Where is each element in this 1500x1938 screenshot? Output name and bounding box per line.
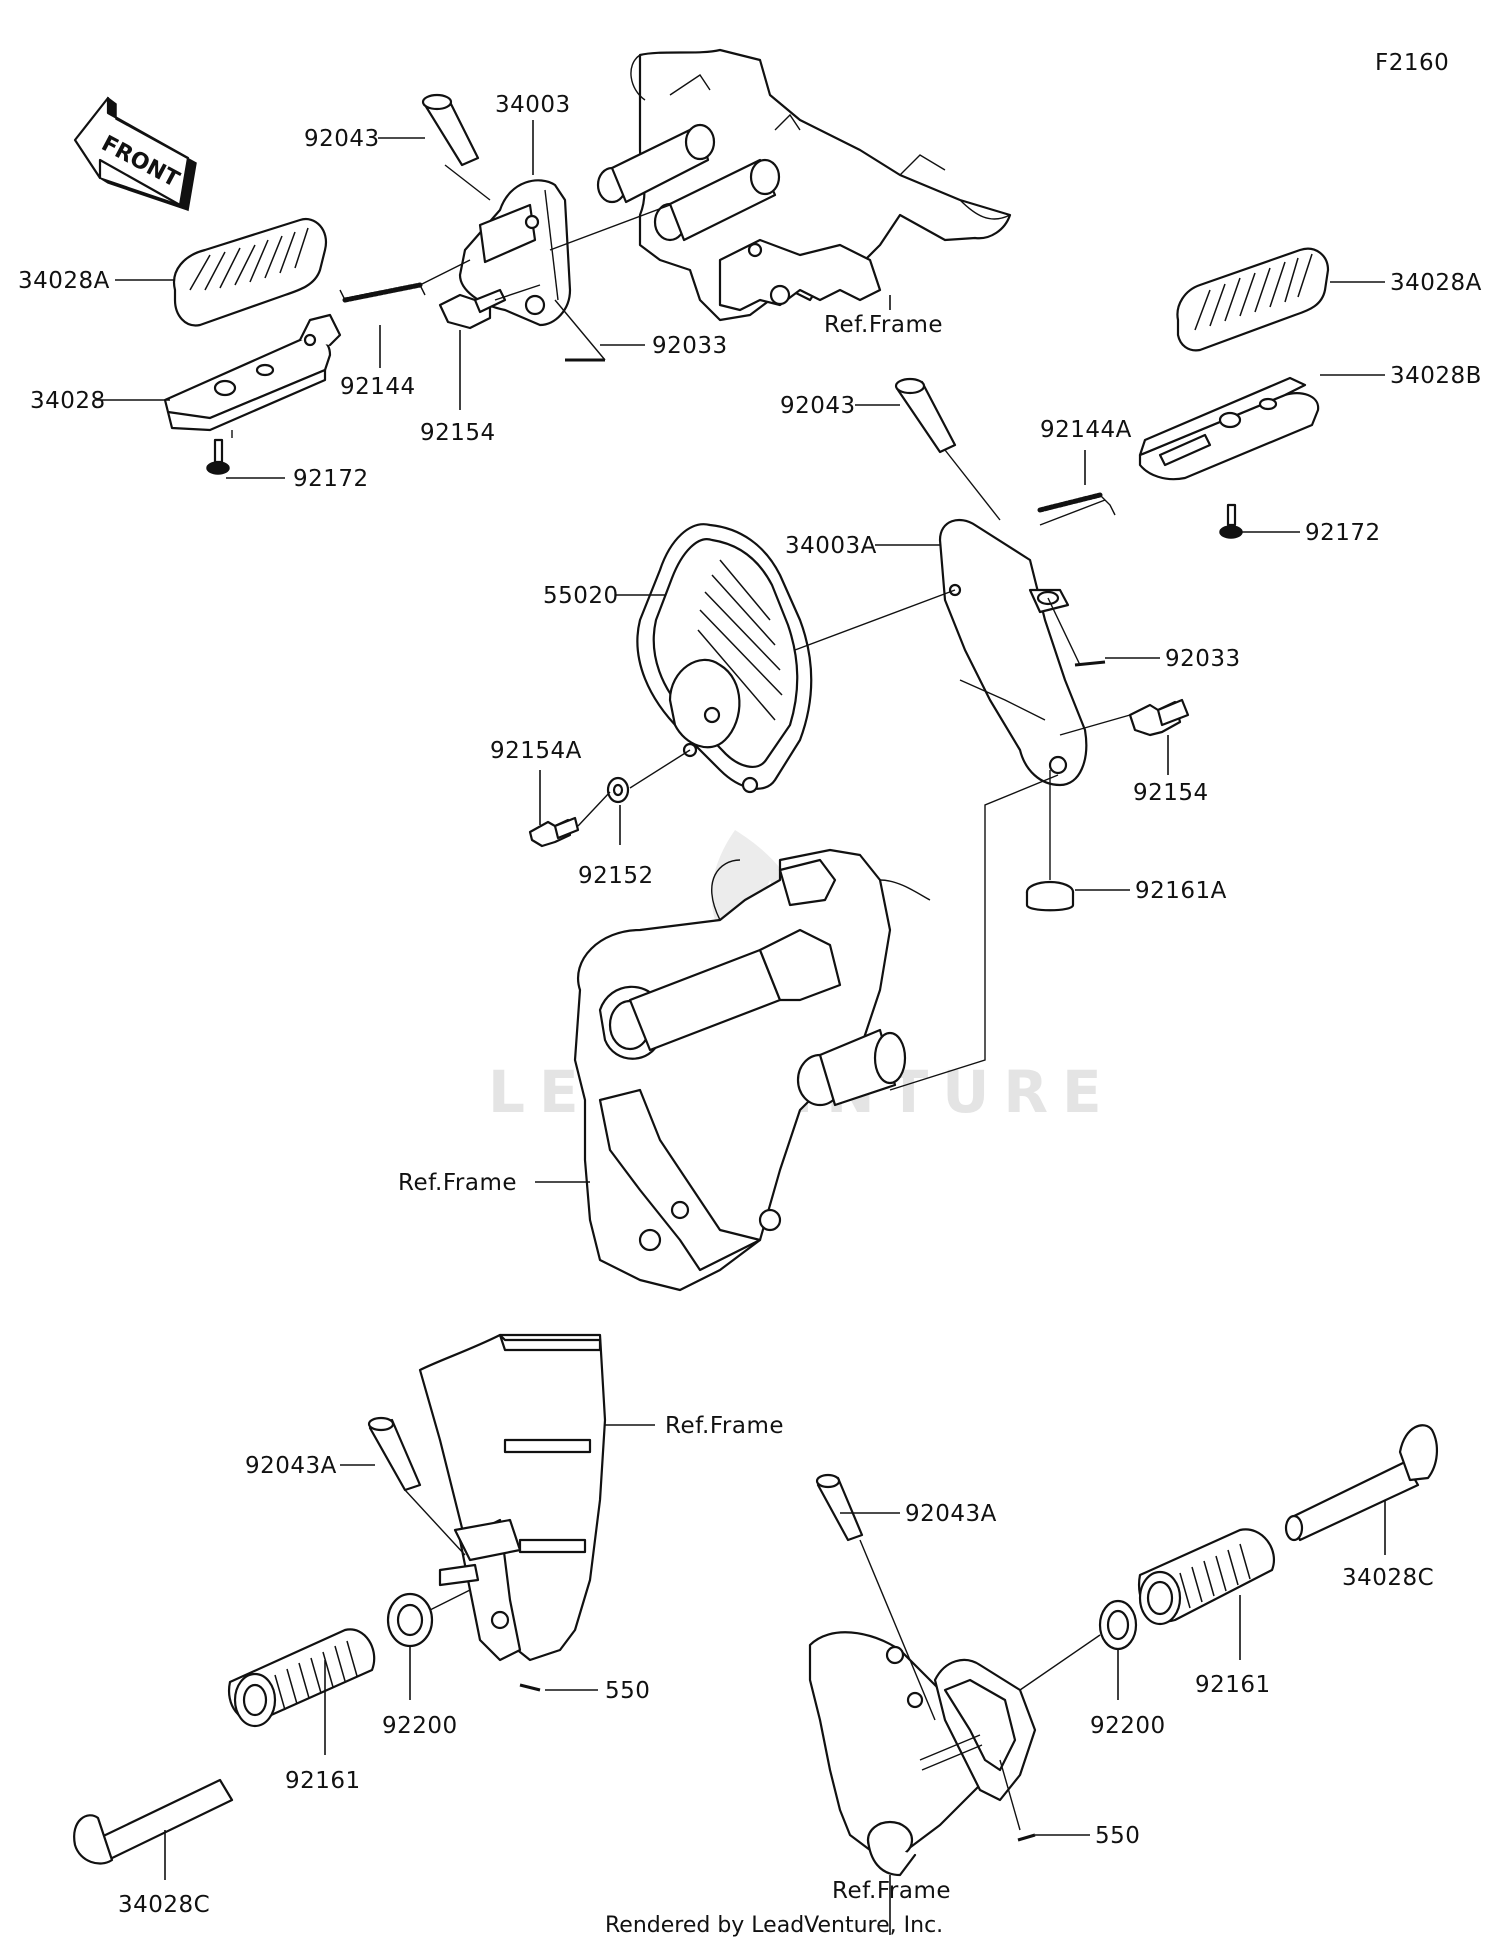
callout-92144A: 92144A xyxy=(1040,417,1132,443)
callout-92043A-left: 92043A xyxy=(245,1453,337,1479)
cotter-pin-550-right xyxy=(1017,1833,1036,1842)
callout-92043-left: 92043 xyxy=(304,126,380,152)
footpeg-shaft-34028C-right xyxy=(1284,1424,1438,1542)
bolt-92172-right xyxy=(1219,503,1243,539)
callout-34028: 34028 xyxy=(30,388,106,414)
callout-34028A-left: 34028A xyxy=(18,268,110,294)
footpeg-34028B-right xyxy=(1138,376,1320,481)
callout-92152: 92152 xyxy=(578,863,654,889)
bolt-92154-left xyxy=(438,288,507,330)
spring-92144A xyxy=(1037,492,1116,516)
washer-92200-right xyxy=(1098,1599,1138,1651)
callout-92154-left: 92154 xyxy=(420,420,496,446)
callout-92172-left: 92172 xyxy=(293,466,369,492)
callout-92161-right: 92161 xyxy=(1195,1672,1271,1698)
callout-34003A: 34003A xyxy=(785,533,877,559)
callout-ref-frame-lower-left: Ref.Frame xyxy=(665,1413,784,1439)
bolt-92154A xyxy=(528,816,580,848)
figure-code: F2160 xyxy=(1375,50,1449,76)
footpeg-34028-left xyxy=(163,313,342,432)
callout-92154-right: 92154 xyxy=(1133,780,1209,806)
washer-92152 xyxy=(606,776,630,804)
rubber-stopper-92161A xyxy=(1025,880,1075,912)
callout-92033-left: 92033 xyxy=(652,333,728,359)
clevis-pin-92043-right xyxy=(894,377,957,454)
callout-92154A: 92154A xyxy=(490,738,582,764)
callout-34028C-left: 34028C xyxy=(118,1892,210,1918)
callout-92200-left: 92200 xyxy=(382,1713,458,1739)
callout-ref-frame-lower-right: Ref.Frame xyxy=(832,1878,951,1904)
footpeg-rubber-34028A-right xyxy=(1176,247,1330,352)
callout-550-right: 550 xyxy=(1095,1823,1140,1849)
front-direction-arrow: FRONT xyxy=(73,96,197,212)
bolt-92172-left xyxy=(206,438,230,475)
lower-right-frame-drawing xyxy=(808,1631,1037,1877)
callout-34028B: 34028B xyxy=(1390,363,1482,389)
footpeg-rubber-92161-right xyxy=(1137,1528,1275,1626)
callout-92200-right: 92200 xyxy=(1090,1713,1166,1739)
callout-34003: 34003 xyxy=(495,92,571,118)
leader-lines xyxy=(95,120,1386,1935)
callout-ref-frame-top: Ref.Frame xyxy=(824,312,943,338)
footpeg-shaft-34028C-left xyxy=(73,1778,234,1865)
callout-92144: 92144 xyxy=(340,374,416,400)
spring-92144 xyxy=(339,282,426,303)
footpeg-rubber-34028A-left xyxy=(172,217,328,327)
callout-ref-frame-middle: Ref.Frame xyxy=(398,1170,517,1196)
heel-guard-55020 xyxy=(636,523,813,794)
clevis-pin-92043A-left xyxy=(367,1416,422,1492)
clevis-pin-92043A-right xyxy=(815,1473,864,1542)
callout-92043-right: 92043 xyxy=(780,393,856,419)
callout-92033-right: 92033 xyxy=(1165,646,1241,672)
cotter-pin-550-left xyxy=(519,1683,541,1692)
clevis-pin-92043-left xyxy=(421,93,480,167)
callout-labels: 92043 34003 34028A 34028 92172 92144 921… xyxy=(18,92,1482,1918)
callout-92172-right: 92172 xyxy=(1305,520,1381,546)
lower-left-frame-drawing xyxy=(418,1333,607,1662)
footpeg-rubber-92161-left xyxy=(227,1628,376,1728)
middle-frame-drawing xyxy=(573,848,931,1292)
footpeg-bracket-34003A xyxy=(938,518,1088,787)
callout-34028C-right: 34028C xyxy=(1342,1565,1434,1591)
callout-550-left: 550 xyxy=(605,1678,650,1704)
footer-credit: Rendered by LeadVenture, Inc. xyxy=(605,1913,943,1938)
callout-55020: 55020 xyxy=(543,583,619,609)
callout-34028A-right: 34028A xyxy=(1390,270,1482,296)
callout-92161A: 92161A xyxy=(1135,878,1227,904)
callout-92043A-right: 92043A xyxy=(905,1501,997,1527)
bolt-92154-right xyxy=(1128,698,1190,737)
callout-92161-left: 92161 xyxy=(285,1768,361,1794)
washer-92200-left xyxy=(386,1592,434,1648)
upper-frame-drawing xyxy=(596,48,1012,322)
footpeg-bracket-34003 xyxy=(458,179,572,327)
